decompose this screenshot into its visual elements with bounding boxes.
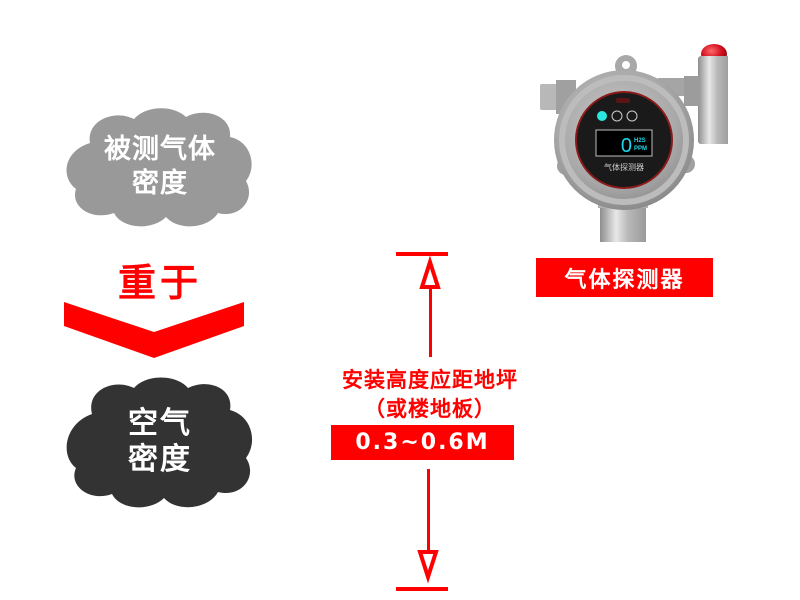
comparison-label: 重于 xyxy=(117,261,202,305)
gas-detector-label-badge: 气体探测器 xyxy=(536,258,713,297)
top-limit-line xyxy=(396,252,448,256)
gas-detector-image: 0 H2S PPM 气体探测器 xyxy=(540,44,728,242)
cloud-text-line1: 空气 xyxy=(128,406,192,441)
measured-gas-density-cloud: 被测气体 密度 xyxy=(62,103,258,228)
svg-text:PPM: PPM xyxy=(634,146,647,152)
cloud-text-line2: 密度 xyxy=(132,167,188,199)
svg-text:气体探测器: 气体探测器 xyxy=(604,162,644,172)
run-indicator-icon xyxy=(597,111,607,121)
cloud-text-line2: 密度 xyxy=(128,442,192,477)
height-dimension-indicator xyxy=(396,252,448,591)
height-range-badge: 0.3~0.6M xyxy=(331,425,514,460)
arrow-down-icon xyxy=(417,550,439,584)
svg-text:0: 0 xyxy=(621,135,632,157)
install-height-caption: 安装高度应距地坪 xyxy=(342,368,518,392)
svg-text:H2S: H2S xyxy=(634,138,646,144)
install-height-caption-sub: （或楼地板） xyxy=(364,397,496,421)
cloud-text-line1: 被测气体 xyxy=(104,133,216,165)
cloud-shape-icon xyxy=(66,108,252,227)
chevron-down-icon xyxy=(64,302,244,358)
arrow-up-icon xyxy=(419,255,441,289)
air-density-cloud: 空气 密度 xyxy=(62,372,258,510)
cloud-shape-icon xyxy=(66,377,253,508)
bottom-limit-line xyxy=(396,587,448,591)
